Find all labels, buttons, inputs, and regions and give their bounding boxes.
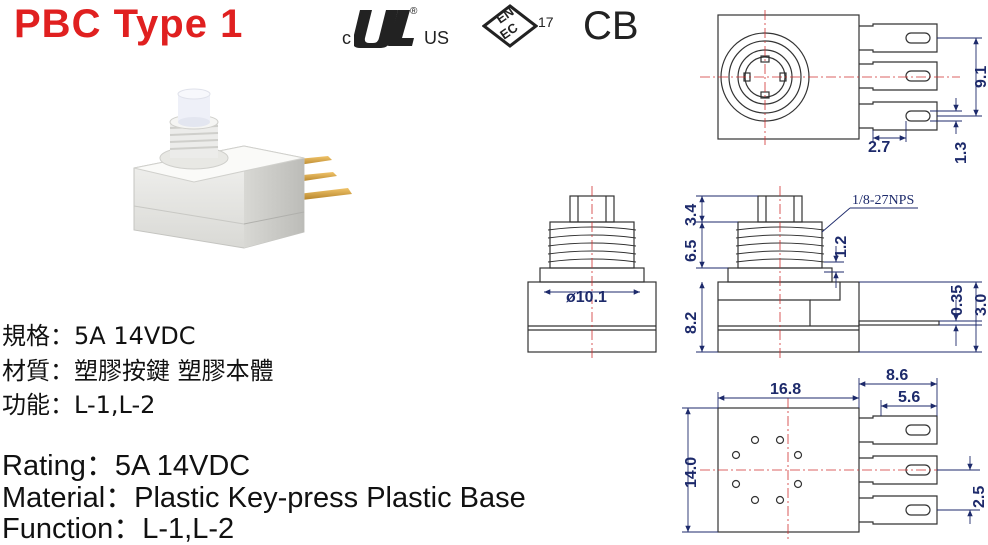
enec-diamond-icon: EN EC (482, 4, 538, 48)
enec-logo: EN EC 17 (482, 4, 562, 48)
spec-zh-material: 材質：塑膠按鍵 塑膠本體 (2, 359, 274, 383)
dim-bottom-height: 14.0 (683, 457, 700, 488)
spec-zh-function-value: L-1,L-2 (74, 391, 156, 419)
spec-zh-function-label: 功能 (2, 391, 50, 419)
spec-zh-colon: ： (50, 357, 74, 385)
dim-diameter: ø10.1 (566, 289, 607, 306)
spec-zh-colon: ： (50, 322, 74, 350)
dim-thread-spec: 1/8-27NPS (852, 193, 914, 208)
dim-terminal-height: 3.0 (973, 294, 988, 316)
ul-logo-c: c (342, 28, 351, 48)
spec-zh-material-value: 塑膠按鍵 塑膠本體 (74, 357, 274, 385)
switch-photo (133, 88, 352, 249)
dim-terminal-thickness: 0.35 (949, 285, 966, 316)
spec-zh-function: 功能：L-1,L-2 (2, 393, 155, 417)
enec-number: 17 (538, 14, 554, 30)
spec-zh-rating-label: 規格 (2, 322, 50, 350)
dim-bottom-width: 16.8 (770, 381, 801, 398)
spec-zh-rating-value: 5A 14VDC (74, 322, 196, 350)
dim-bottom-term-long: 8.6 (886, 367, 908, 384)
dim-thread-step: 1.2 (833, 236, 850, 258)
dim-thread-height: 6.5 (683, 240, 700, 262)
ul-logo-reg: ® (410, 6, 418, 17)
spec-zh-colon: ： (50, 391, 74, 419)
dim-top-tab: 1.3 (953, 142, 970, 164)
dim-bottom-term-short: 5.6 (898, 389, 920, 406)
cb-logo: CB (583, 4, 639, 48)
ul-logo-us: US (424, 28, 450, 48)
dim-body-height: 8.2 (683, 312, 700, 334)
dim-top-height: 9.1 (973, 66, 988, 88)
product-title: PBC Type 1 (14, 2, 244, 46)
spec-en-rating: Rating：5A 14VDC (2, 450, 251, 482)
spec-zh-material-label: 材質 (2, 357, 50, 385)
spec-en-function: Function：L-1,L-2 (2, 513, 235, 545)
spec-en-material: Material：Plastic Key-press Plastic Base (2, 482, 526, 514)
dim-bottom-pitch: 2.5 (971, 486, 988, 508)
ul-logo: c ® US (338, 6, 456, 50)
ul-mark-icon (354, 10, 414, 48)
technical-drawing: 9.1 2.7 1.3 1/8-27NPS 3.4 6.5 1.2 8.2 ø1… (527, 10, 988, 540)
dim-top-pitch: 2.7 (868, 139, 890, 156)
dim-cap-height: 3.4 (683, 204, 700, 226)
spec-zh-rating: 規格：5A 14VDC (2, 324, 196, 348)
